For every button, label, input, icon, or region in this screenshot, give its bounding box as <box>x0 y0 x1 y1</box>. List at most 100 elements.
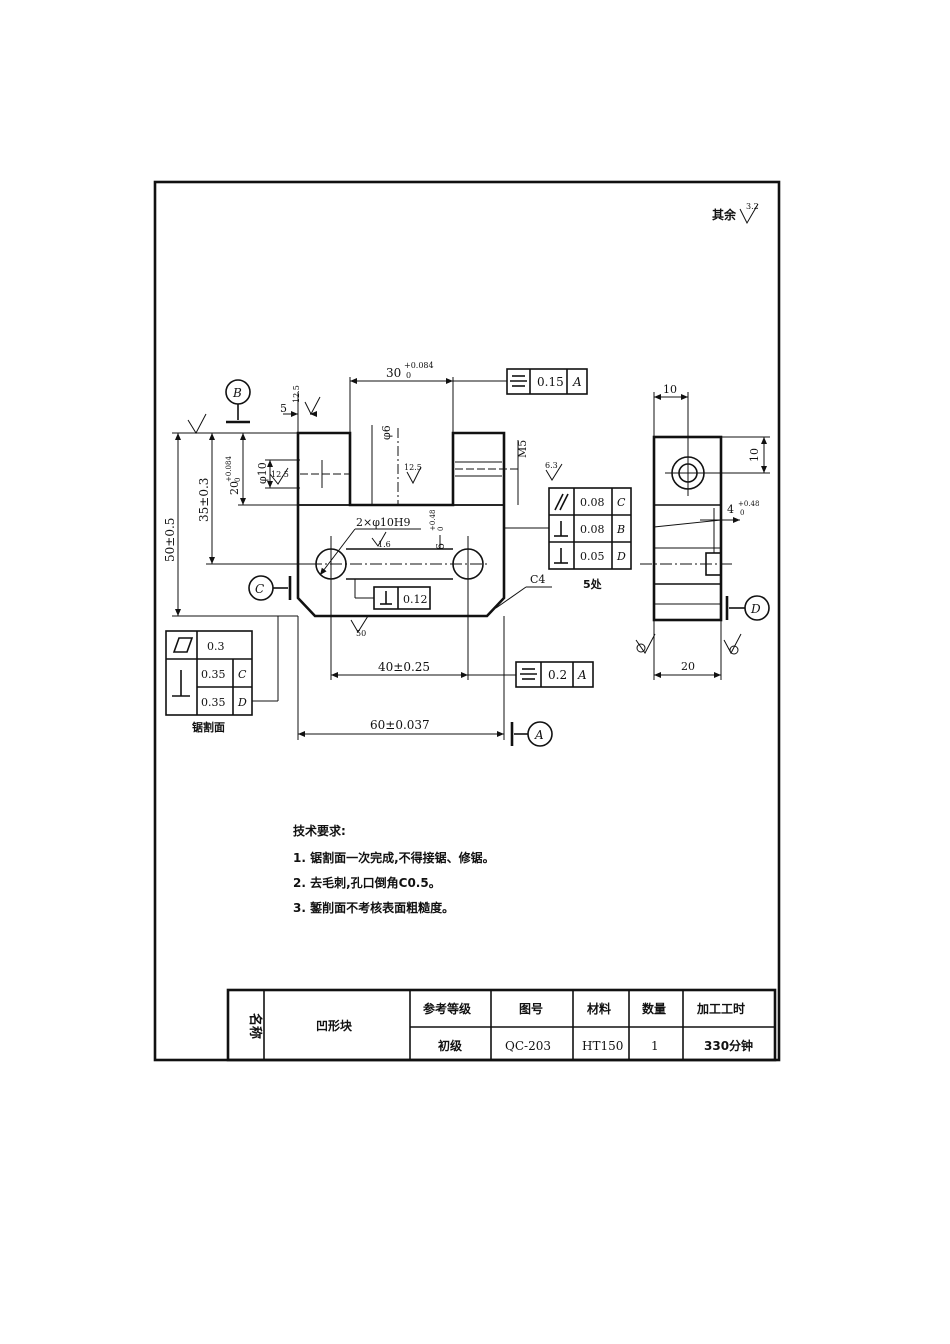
svg-text:1.6: 1.6 <box>378 540 391 549</box>
fcf-right-table: 0.08 C 0.08 B 0.05 D 5处 <box>504 487 632 591</box>
datum-c: C <box>248 575 292 601</box>
svg-text:+0.48: +0.48 <box>429 510 437 531</box>
dim-span40: 40±0.25 <box>331 660 516 678</box>
header-hours: 加工工时 <box>696 1001 745 1016</box>
svg-text:φ10: φ10 <box>256 462 269 484</box>
datum-b: B <box>225 379 251 424</box>
part-name: 凹形块 <box>316 1018 353 1033</box>
svg-text:C: C <box>255 582 264 596</box>
header-material: 材料 <box>586 1001 611 1016</box>
dim-top-width: 30 +0.084 0 <box>349 361 507 433</box>
svg-text:20: 20 <box>228 481 241 495</box>
svg-text:50±0.5: 50±0.5 <box>163 518 177 562</box>
svg-text:D: D <box>237 696 247 709</box>
svg-text:+0.084: +0.084 <box>225 456 233 482</box>
svg-text:0.2: 0.2 <box>548 668 567 682</box>
svg-text:0: 0 <box>437 527 445 531</box>
svg-text:C4: C4 <box>530 573 545 586</box>
svg-text:A: A <box>534 728 544 742</box>
value-material: HT150 <box>582 1039 623 1053</box>
svg-text:5: 5 <box>280 402 287 415</box>
dim-slot6: 6 +0.48 0 <box>429 510 447 550</box>
svg-text:0: 0 <box>740 509 744 517</box>
svg-text:+0.48: +0.48 <box>738 500 759 508</box>
svg-text:φ6: φ6 <box>380 425 393 440</box>
svg-text:M5: M5 <box>516 440 529 458</box>
svg-text:30: 30 <box>386 366 401 380</box>
fcf-left-table: 0.3 0.35 C 0.35 D 锯割面 <box>165 616 279 734</box>
body-outline <box>296 431 506 618</box>
svg-text:0.35: 0.35 <box>201 668 226 681</box>
svg-text:12.5: 12.5 <box>271 470 289 479</box>
dim-chamfer: C4 <box>495 573 552 609</box>
svg-text:40±0.25: 40±0.25 <box>378 660 430 674</box>
svg-text:4: 4 <box>727 503 734 516</box>
header-grade: 参考等级 <box>423 1001 471 1016</box>
svg-text:A: A <box>572 375 582 389</box>
svg-text:0.3: 0.3 <box>207 640 225 653</box>
svg-text:60±0.037: 60±0.037 <box>370 718 430 732</box>
dim-depth20: 20 +0.084 0 <box>225 433 298 506</box>
svg-text:锯割面: 锯割面 <box>192 720 225 734</box>
fcf-top-symmetry: 0.15 A <box>506 368 588 395</box>
svg-text:3.2: 3.2 <box>746 202 759 211</box>
svg-text:0: 0 <box>234 478 242 482</box>
svg-text:0.05: 0.05 <box>580 550 605 563</box>
svg-text:6.3: 6.3 <box>545 461 558 470</box>
svg-text:0.08: 0.08 <box>580 496 605 509</box>
header-quantity: 数量 <box>642 1001 666 1016</box>
datum-d: D <box>725 595 770 621</box>
fcf-slot-perp: 0.12 <box>354 579 431 610</box>
value-drawing-no: QC-203 <box>505 1039 551 1053</box>
dim-width60: 60±0.037 <box>297 616 505 740</box>
svg-text:其余: 其余 <box>712 207 737 222</box>
requirement-item: 2. 去毛刺,孔口倒角C0.5。 <box>293 875 441 890</box>
svg-text:10: 10 <box>663 383 677 396</box>
dim-phi6: φ6 12.5 <box>371 425 422 505</box>
roughness-50: 50 <box>350 615 369 638</box>
svg-text:C: C <box>238 668 247 681</box>
requirement-item: 3. 錾削面不考核表面粗糙度。 <box>293 900 454 915</box>
svg-text:B: B <box>232 386 242 400</box>
svg-text:12.5: 12.5 <box>404 463 422 472</box>
value-hours: 330分钟 <box>704 1038 753 1053</box>
dim-holes: 2×φ10H9 1.6 <box>319 516 421 576</box>
svg-text:12.5: 12.5 <box>292 385 301 403</box>
requirement-item: 1. 锯割面一次完成,不得接锯、修锯。 <box>293 850 495 865</box>
svg-text:D: D <box>750 602 761 616</box>
dim-h50: 50±0.5 <box>163 413 298 617</box>
dim-phi10: φ10 12.5 <box>256 459 300 489</box>
front-view <box>296 428 520 680</box>
dim-side20: 20 <box>635 620 742 680</box>
dim-side10-right: 10 <box>705 436 770 474</box>
svg-text:6: 6 <box>434 543 447 550</box>
svg-text:0.08: 0.08 <box>580 523 605 536</box>
svg-text:5处: 5处 <box>583 577 603 591</box>
dim-side10-top: 10 <box>653 383 689 450</box>
svg-text:D: D <box>616 550 626 563</box>
fcf-bottom-symmetry: 0.2 A <box>515 661 594 688</box>
svg-text:10: 10 <box>748 448 761 462</box>
svg-text:0.12: 0.12 <box>403 593 428 606</box>
svg-text:+0.084: +0.084 <box>404 361 434 370</box>
dim-m5: M5 6.3 <box>516 440 563 505</box>
value-quantity: 1 <box>651 1039 659 1053</box>
svg-text:C: C <box>617 496 626 509</box>
svg-text:2×φ10H9: 2×φ10H9 <box>356 516 411 529</box>
side-view <box>640 435 732 622</box>
datum-a: A <box>510 721 553 747</box>
dim-step-5: 5 12.5 <box>280 385 321 433</box>
technical-requirements: 技术要求: 1. 锯割面一次完成,不得接锯、修锯。 2. 去毛刺,孔口倒角C0.… <box>293 823 495 915</box>
dim-h35: 35±0.3 <box>197 433 310 565</box>
svg-text:A: A <box>577 668 587 682</box>
title-block: 名称 凹形块 参考等级 图号 材料 数量 加工工时 初级 QC-203 HT15… <box>226 988 777 1062</box>
general-roughness: 其余 3.2 <box>712 202 759 225</box>
dim-side4: 4 +0.48 0 <box>700 500 759 523</box>
header-drawing-no: 图号 <box>519 1001 543 1016</box>
requirements-title: 技术要求: <box>293 823 346 838</box>
name-label: 名称 <box>247 1013 263 1039</box>
svg-text:0: 0 <box>406 371 411 380</box>
svg-text:0.15: 0.15 <box>537 375 564 389</box>
svg-text:0.35: 0.35 <box>201 696 226 709</box>
